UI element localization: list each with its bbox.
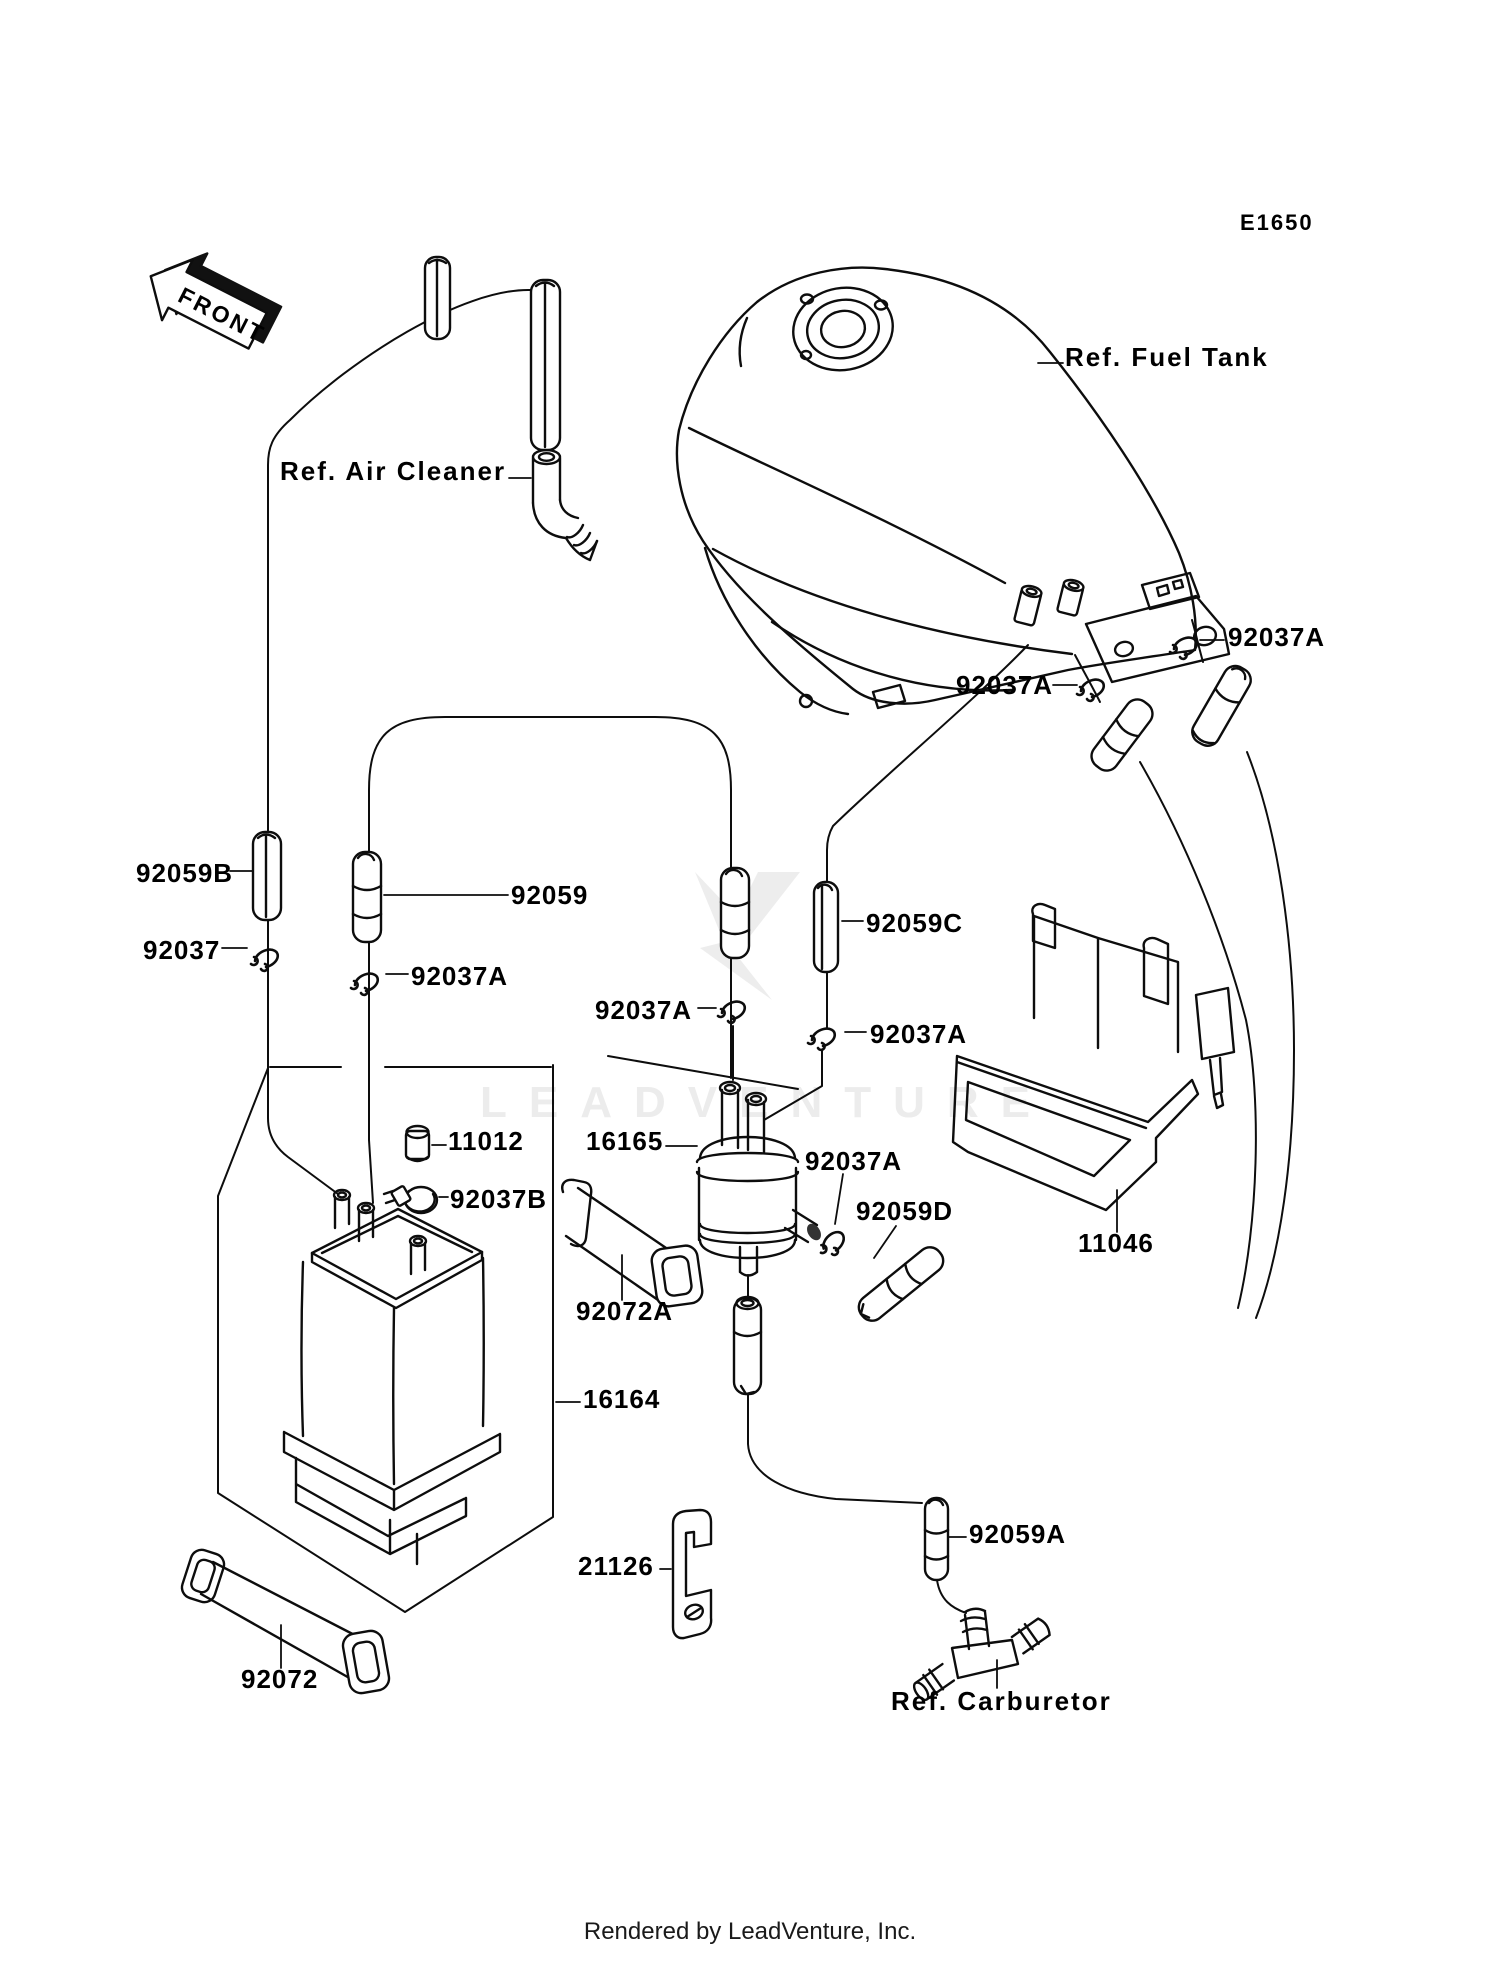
part-label-11046[interactable]: 11046 (1078, 1228, 1154, 1258)
part-label-92059d[interactable]: 92059D (856, 1196, 954, 1226)
strap-92072-drawing (180, 1548, 391, 1695)
fuel-filter-drawing (695, 1080, 821, 1277)
part-label-92037b[interactable]: 92037B (450, 1184, 548, 1214)
part-label-92037a-filter-top[interactable]: 92037A (595, 995, 693, 1025)
part-label-21126[interactable]: 21126 (578, 1551, 654, 1581)
part-label-92072[interactable]: 92072 (241, 1664, 319, 1694)
front-arrow: FRONT (149, 252, 283, 350)
cap-drawing (404, 1124, 431, 1163)
part-label-92059c[interactable]: 92059C (866, 908, 964, 938)
ref-label-air-cleaner: Ref. Air Cleaner (280, 456, 507, 486)
part-label-92059a[interactable]: 92059A (969, 1519, 1067, 1549)
air-cleaner-elbow-drawing (531, 448, 599, 562)
fuel-tank-drawing (675, 266, 1231, 716)
part-label-92037a-filter-right[interactable]: 92037A (870, 1019, 968, 1049)
part-label-92037[interactable]: 92037 (143, 935, 221, 965)
hose-segments (251, 255, 1252, 1582)
render-credit: Rendered by LeadVenture, Inc. (583, 1918, 917, 1945)
screw-clamp-drawing (382, 1185, 439, 1215)
leader-lines (221, 362, 1225, 1689)
part-label-16165[interactable]: 16165 (586, 1126, 664, 1156)
part-label-92072a[interactable]: 92072A (576, 1296, 674, 1326)
diagram-code: E1650 (1240, 210, 1314, 235)
part-label-11012[interactable]: 11012 (448, 1126, 524, 1156)
part-label-92037a-canister-hose[interactable]: 92037A (411, 961, 509, 991)
tee-fitting-drawing (912, 1607, 1051, 1702)
charcoal-canister-drawing (282, 1188, 502, 1566)
part-label-16164[interactable]: 16164 (583, 1384, 661, 1414)
ref-label-carburetor: Ref. Carburetor (891, 1686, 1112, 1716)
hose-routing-lines (267, 288, 1295, 1614)
part-label-92059[interactable]: 92059 (511, 880, 589, 910)
ref-label-fuel-tank: Ref. Fuel Tank (1065, 342, 1269, 372)
canister-group-outline (217, 1064, 554, 1613)
part-label-92037a-filter-side[interactable]: 92037A (805, 1146, 903, 1176)
part-label-92037a-tank-right[interactable]: 92037A (1228, 622, 1326, 652)
part-label-92059b[interactable]: 92059B (136, 858, 234, 888)
canister-tray-drawing (951, 902, 1236, 1212)
part-label-92037a-tank-left[interactable]: 92037A (956, 670, 1054, 700)
bracket-92072a-drawing (561, 1178, 704, 1308)
bracket-21126-drawing (671, 1508, 713, 1640)
